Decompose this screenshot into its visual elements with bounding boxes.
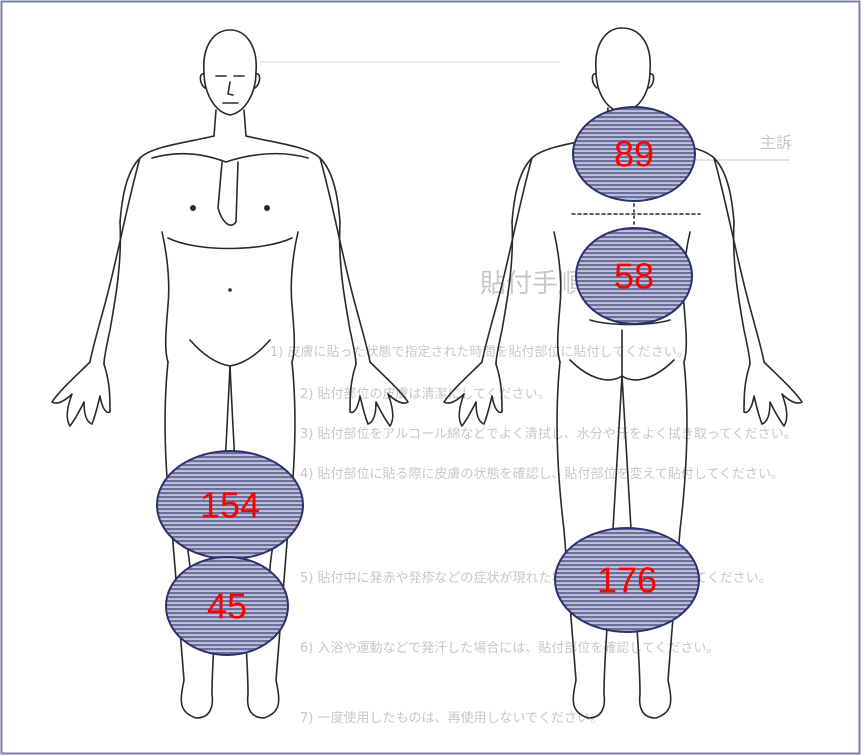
marker-upper-back: 89	[573, 107, 695, 201]
marker-front-knee: 45	[166, 557, 288, 655]
marker-back-thigh: 176	[555, 528, 699, 632]
marker-lower-back: 58	[576, 228, 692, 324]
marker-label: 58	[614, 256, 654, 297]
background-line: 3) 貼付部位をアルコール綿などでよく清拭し、水分や汗をよく拭き取ってください。	[300, 427, 797, 442]
marker-label: 154	[200, 485, 260, 526]
background-line: 7) 一度使用したものは、再使用しないでください。	[300, 710, 603, 726]
background-line: 1) 皮膚に貼った状態で指定された時間を貼付部位に貼付してください。	[270, 344, 690, 360]
background-line: 2) 貼付部位の皮膚は清潔にしてください。	[300, 386, 551, 402]
marker-label: 176	[597, 560, 657, 601]
background-header: 主訴	[760, 133, 792, 152]
marker-front-thigh: 154	[157, 451, 303, 559]
marker-label: 89	[614, 134, 654, 175]
background-title: 貼付手順	[480, 269, 584, 299]
background-line: 5) 貼付中に発赤や発疹などの症状が現れた場合には、使用を中止してください。	[300, 570, 772, 586]
background-line: 4) 貼付部位に貼る際に皮膚の状態を確認し、貼付部位を変えて貼付してください。	[300, 466, 784, 482]
background-line: 6) 入浴や運動などで発汗した場合には、貼付部位を確認してください。	[300, 640, 719, 656]
marker-label: 45	[207, 586, 247, 627]
